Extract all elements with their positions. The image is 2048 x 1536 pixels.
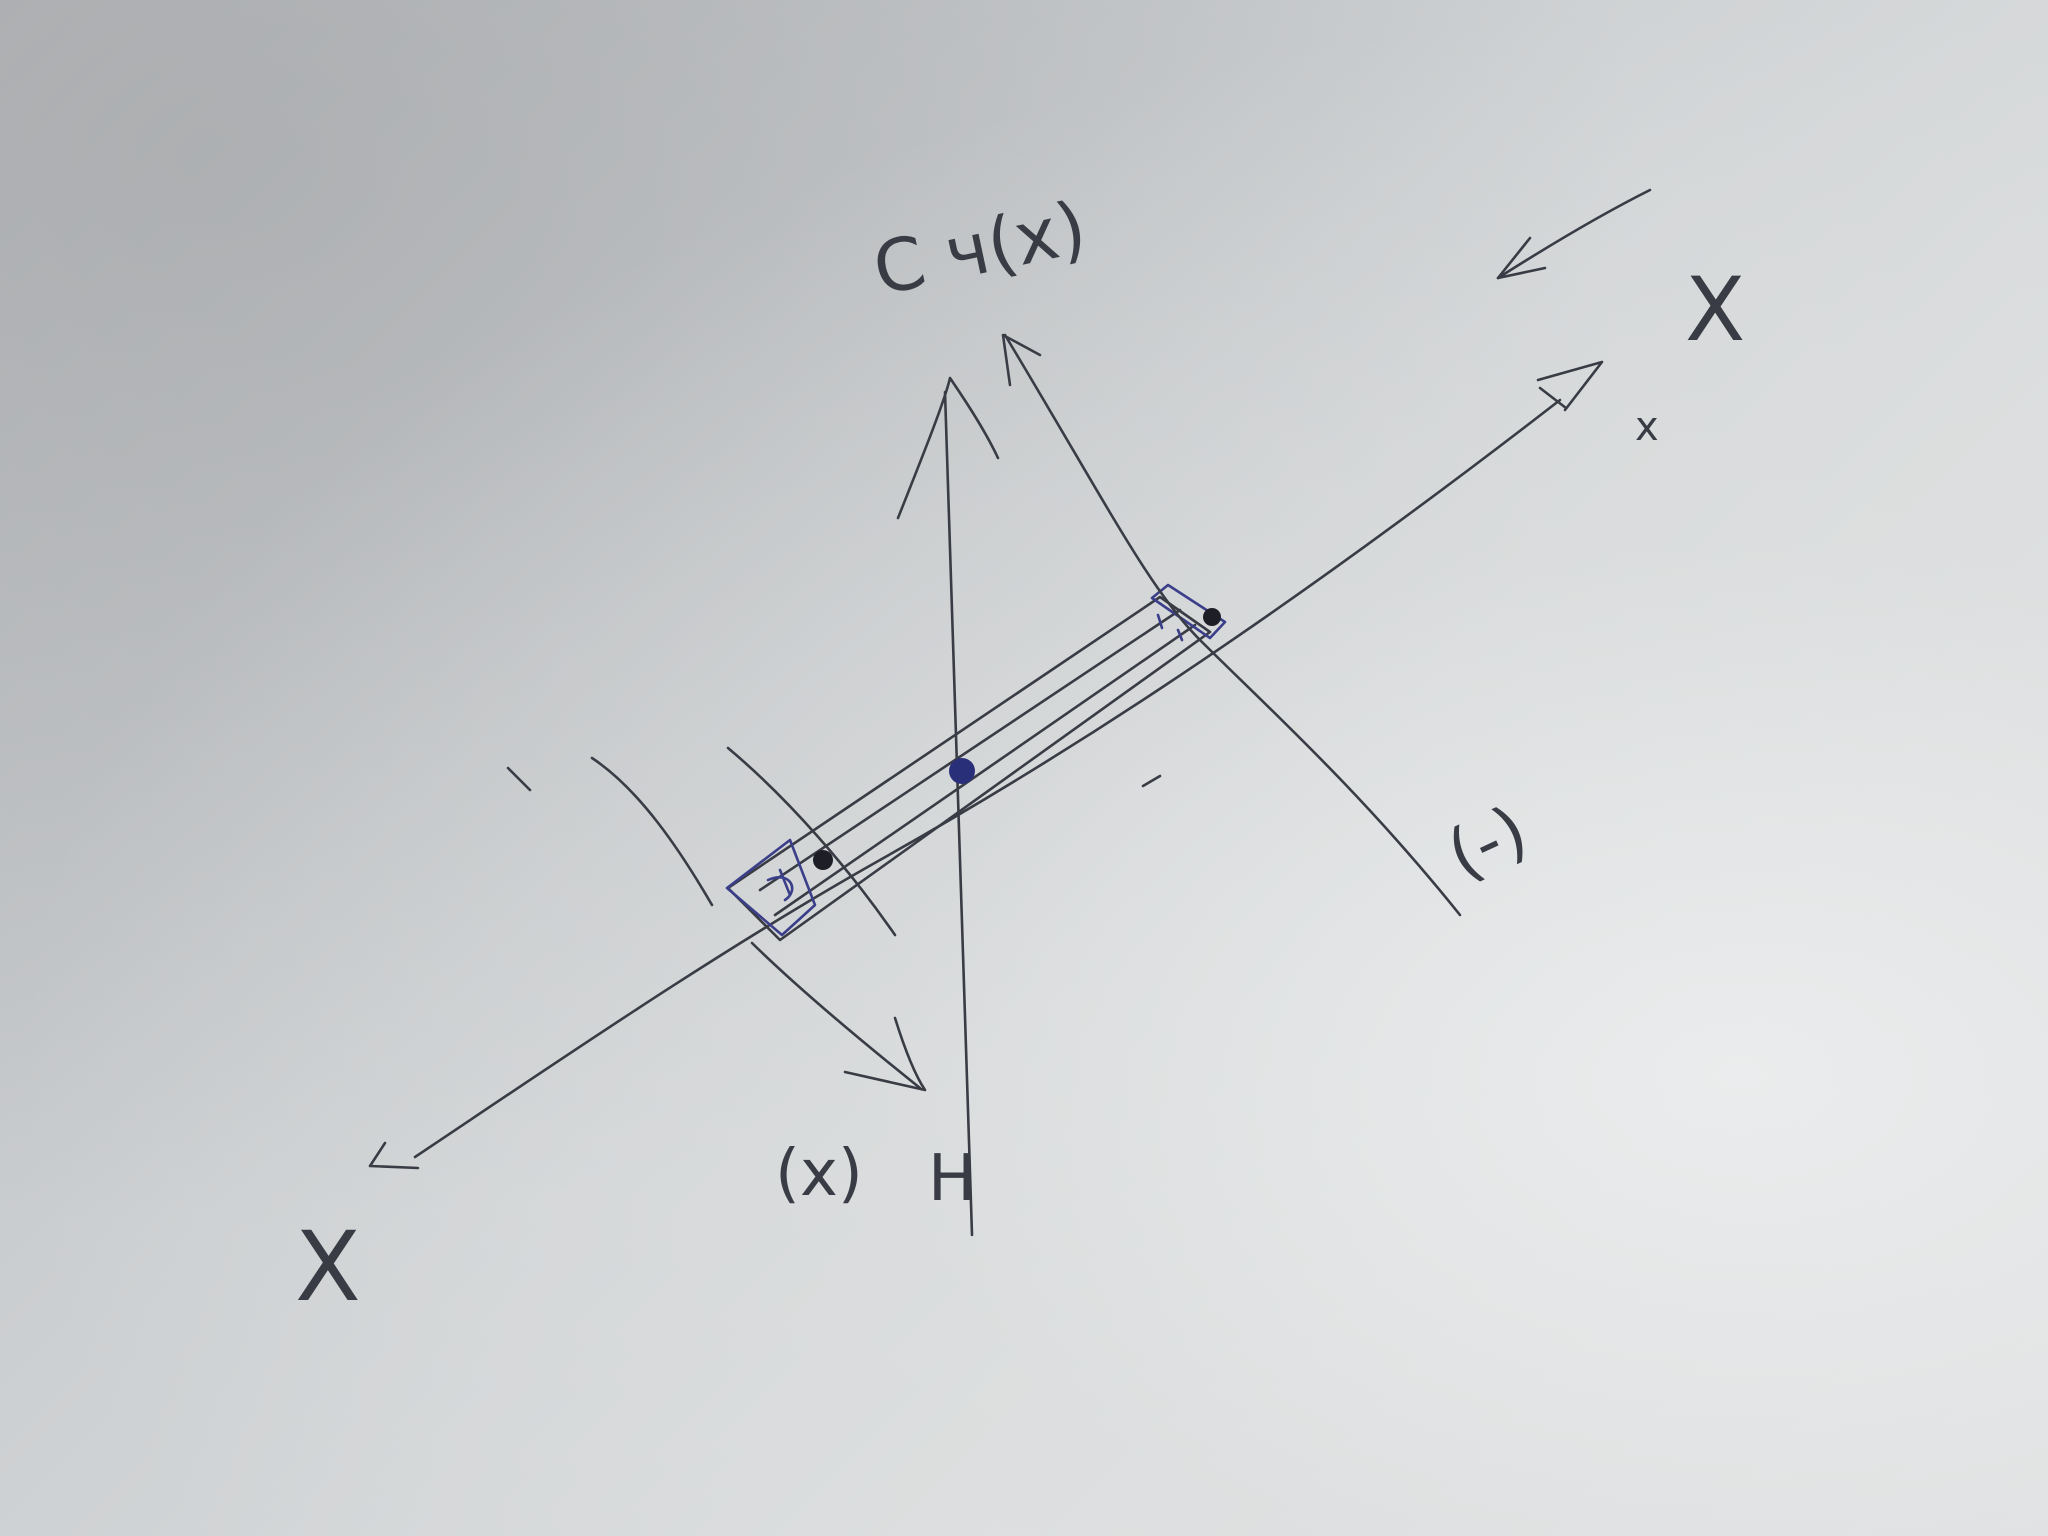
top-right-arrow-head [1496, 236, 1547, 280]
left-dot [813, 850, 833, 870]
top-right-arrow [1496, 188, 1652, 280]
field-line-left-1 [590, 756, 714, 907]
label-bottom-H: H [928, 1142, 976, 1216]
slab-outline [726, 595, 1212, 942]
field-line-right [1003, 333, 1462, 917]
axis-arrowhead-left [368, 1141, 420, 1170]
right-end-cap-marks [1156, 613, 1184, 642]
label-bottom-left: X [295, 1211, 361, 1323]
down-arrow [750, 941, 922, 1090]
center-dot [949, 758, 975, 784]
vertical-arrowhead [896, 376, 1000, 520]
vertical-line [943, 390, 974, 1237]
down-arrow-head [843, 1016, 927, 1092]
right-dot [1203, 608, 1221, 626]
axis-arrowhead-right [1536, 360, 1604, 412]
diagonal-axis-line [413, 398, 1562, 1159]
left-end-cap [725, 838, 817, 937]
left-end-cap-marks [766, 868, 794, 902]
label-right-top: X [1685, 258, 1745, 361]
slab-inner-line [758, 608, 1182, 892]
tick-mark-mid [1141, 774, 1162, 788]
field-line-right-arrowhead [1001, 333, 1042, 387]
label-right-paren: (-) [1436, 791, 1540, 895]
label-bottom-paren: (x) [775, 1137, 863, 1211]
tick-mark-left [506, 766, 532, 792]
slab-inner-line-2 [773, 623, 1197, 917]
label-right-small: x [1635, 404, 1659, 450]
right-end-cap [1150, 583, 1227, 640]
label-top: C ч(x) [866, 185, 1093, 312]
field-line-left-2 [726, 746, 897, 937]
